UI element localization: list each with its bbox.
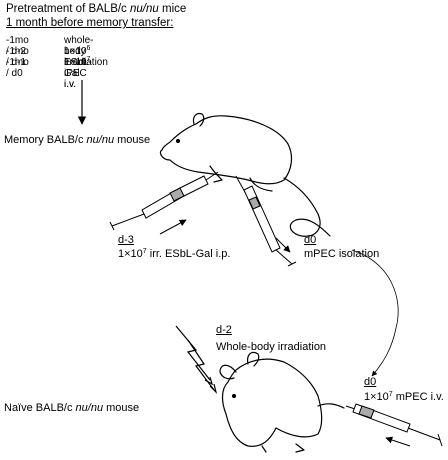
title-strain: nu/nu: [130, 3, 159, 15]
step-text: irr. ESbL-Gal i.p.: [146, 248, 231, 260]
step-transfer-text: 1×107 mPEC i.v.: [364, 391, 444, 404]
label-suffix: mouse: [114, 134, 151, 146]
step-exponent: 7: [142, 248, 147, 255]
syringe-isolation: [235, 175, 297, 267]
memory-mouse-label: Memory BALB/c nu/nu mouse: [4, 134, 150, 147]
protocol-time: -1mo / d0: [6, 57, 29, 79]
treatment-text: whole-body irradiation: [64, 35, 108, 68]
step-irradiation-text: Whole-body irradiation: [216, 341, 327, 353]
label-suffix: mouse: [103, 402, 140, 414]
pretreatment-subtitle: 1 month before memory transfer:: [6, 17, 174, 29]
label-strain: nu/nu: [86, 134, 115, 146]
treatment-exponent: 7: [86, 56, 91, 63]
treatment-text: 1×10: [64, 57, 87, 68]
step-day-label: d-3: [118, 234, 134, 246]
step-text: 1×10: [364, 391, 389, 403]
lightning-icon: [175, 325, 218, 394]
transfer-curve-arrow: [351, 249, 399, 377]
protocol-time: -1mo / d-1: [6, 46, 29, 68]
naive-mouse-drawing: [219, 351, 345, 453]
memory-mouse-drawing: [159, 112, 331, 237]
protocol-treatment: 1×106 ESbL-Gal i.v.: [64, 45, 92, 90]
step-text: mPEC i.v.: [392, 391, 444, 403]
label-text: Memory BALB/c: [4, 134, 87, 146]
isolation-arrow: [275, 237, 291, 253]
title-text: Pretreatment of BALB/c: [6, 3, 131, 15]
step-text: 1×10: [118, 248, 143, 260]
iv-arrow: [385, 436, 411, 447]
protocol-time: -1mo / d-2: [6, 35, 29, 57]
label-strain: nu/nu: [75, 402, 104, 414]
step-day-label: d0: [304, 234, 317, 246]
label-text: Naïve BALB/c: [4, 402, 76, 414]
step-d3-text: 1×107 irr. ESbL-Gal i.p.: [118, 248, 230, 261]
step-day-label: d-2: [216, 324, 232, 336]
naive-mouse-label: Naïve BALB/c nu/nu mouse: [4, 402, 139, 415]
step-day-label: d0: [364, 376, 377, 388]
syringe-iv: [345, 403, 443, 447]
treatment-text: 1×10: [64, 46, 87, 57]
protocol-treatment: whole-body irradiation: [64, 35, 108, 68]
treatment-text: iPEC i.v.: [64, 68, 87, 90]
syringe-ip: [109, 171, 219, 231]
pretreatment-title: Pretreatment of BALB/c nu/nu mice: [6, 3, 186, 16]
injection-arrow: [159, 219, 187, 235]
step-isolation-text: mPEC isolation: [304, 248, 380, 260]
treatment-text: ESbL-Gal i.v.: [64, 57, 92, 90]
protocol-treatment: 1×107 iPEC i.v.: [64, 56, 91, 90]
step-exponent: 7: [388, 391, 393, 398]
title-suffix: mice: [158, 3, 187, 15]
treatment-exponent: 6: [86, 45, 91, 52]
